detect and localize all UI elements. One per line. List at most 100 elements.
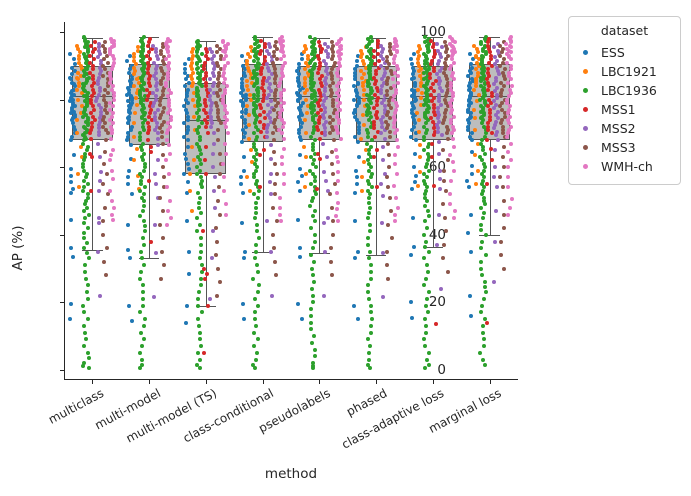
data-point	[353, 168, 358, 173]
data-point	[486, 67, 491, 72]
data-point	[410, 111, 415, 116]
data-point	[379, 220, 384, 225]
data-point	[332, 182, 337, 187]
data-point	[481, 330, 486, 335]
data-point	[323, 75, 328, 80]
data-point	[449, 48, 454, 53]
data-point	[221, 101, 226, 106]
data-point	[310, 40, 315, 45]
legend-item[interactable]: LBC1936	[577, 81, 672, 100]
data-point	[420, 90, 425, 95]
data-point	[500, 47, 505, 52]
data-point	[81, 141, 86, 146]
data-point	[469, 163, 474, 168]
data-point	[88, 53, 93, 58]
data-point	[326, 215, 331, 220]
data-point	[487, 47, 492, 52]
data-point	[267, 68, 272, 73]
data-point	[335, 160, 340, 165]
legend-item[interactable]: LBC1921	[577, 62, 672, 81]
data-point	[99, 170, 104, 175]
data-point	[395, 80, 400, 85]
data-point	[107, 74, 112, 79]
data-point	[410, 87, 415, 92]
data-point	[267, 116, 272, 121]
data-point	[368, 205, 373, 210]
data-point	[299, 52, 304, 57]
data-point	[479, 141, 484, 146]
data-point	[223, 87, 228, 92]
data-point	[109, 128, 114, 133]
data-point	[379, 43, 384, 48]
data-point	[337, 80, 342, 85]
data-point	[101, 161, 106, 166]
data-point	[422, 58, 427, 63]
data-point	[469, 65, 474, 70]
data-point	[252, 317, 257, 322]
data-point	[490, 131, 495, 136]
data-point	[155, 158, 160, 163]
data-point	[95, 55, 100, 60]
data-point	[217, 151, 222, 156]
data-point	[481, 112, 486, 117]
data-point	[426, 74, 431, 79]
data-point	[382, 97, 387, 102]
data-point	[109, 124, 114, 129]
data-point	[102, 94, 107, 99]
data-point	[166, 67, 171, 72]
data-point	[212, 175, 217, 180]
data-point	[220, 94, 225, 99]
data-point	[208, 117, 213, 122]
data-point	[145, 60, 150, 65]
legend-item[interactable]: MSS1	[577, 100, 672, 119]
data-point	[166, 143, 171, 148]
data-point	[474, 84, 479, 89]
data-point	[206, 131, 211, 136]
data-point	[357, 124, 361, 129]
data-point	[245, 79, 250, 84]
data-point	[392, 183, 397, 188]
data-point	[72, 87, 77, 92]
data-point	[485, 182, 490, 187]
data-point	[324, 65, 329, 70]
legend-item[interactable]: MSS3	[577, 138, 672, 157]
data-point	[185, 124, 190, 129]
data-point	[212, 131, 217, 136]
data-point	[386, 102, 391, 107]
data-point	[187, 271, 192, 276]
data-point	[378, 90, 383, 95]
data-point	[418, 102, 423, 107]
data-point	[151, 104, 156, 109]
data-point	[375, 99, 380, 104]
legend-item[interactable]: WMH-ch	[577, 157, 672, 176]
data-point	[110, 148, 115, 153]
data-point	[372, 55, 377, 60]
data-point	[416, 183, 421, 188]
data-point	[380, 47, 385, 52]
data-point	[208, 87, 213, 92]
data-point	[145, 53, 150, 58]
legend-item[interactable]: MSS2	[577, 119, 672, 138]
data-point	[374, 185, 379, 190]
data-point	[139, 53, 144, 58]
legend-item[interactable]: ESS	[577, 43, 672, 62]
data-point	[81, 361, 86, 366]
data-point	[247, 55, 252, 60]
data-point	[159, 79, 164, 84]
data-point	[509, 90, 514, 95]
data-point	[425, 117, 430, 122]
data-point	[323, 133, 328, 138]
data-point	[100, 232, 105, 237]
data-point	[130, 97, 135, 102]
data-point	[325, 45, 330, 50]
data-point	[425, 199, 430, 203]
data-point	[148, 84, 153, 89]
data-point	[369, 114, 374, 119]
data-point	[82, 168, 87, 173]
data-point	[380, 121, 385, 126]
data-point	[387, 129, 392, 134]
data-point	[500, 101, 505, 106]
data-point	[319, 84, 324, 89]
data-point	[84, 80, 89, 85]
